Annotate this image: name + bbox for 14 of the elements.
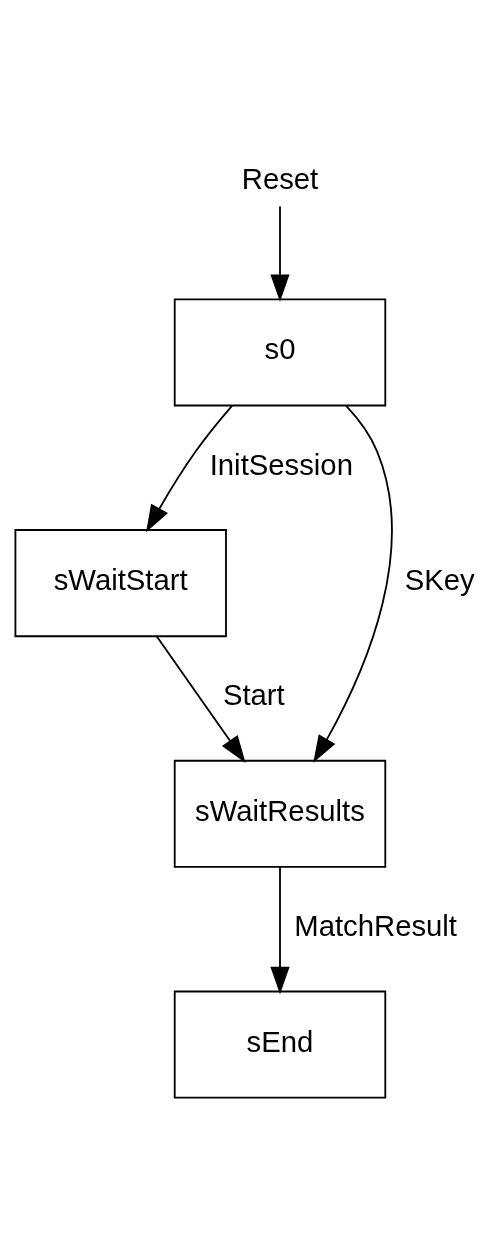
edge-label: Start (222, 678, 285, 712)
node-box: s0 (173, 298, 387, 407)
node-box: sWaitResults (173, 759, 387, 868)
arrow (270, 866, 290, 995)
node-text: Reset (241, 162, 319, 196)
arrow (270, 205, 290, 302)
edge-label: SKey (404, 563, 475, 597)
node-box: sWaitStart (14, 529, 227, 638)
edge-label: InitSession (209, 447, 353, 481)
edge-label: MatchResult (294, 909, 457, 943)
arrow (146, 404, 234, 533)
node-box: sEnd (173, 990, 387, 1099)
arrow (155, 635, 246, 763)
arrow (313, 405, 393, 763)
